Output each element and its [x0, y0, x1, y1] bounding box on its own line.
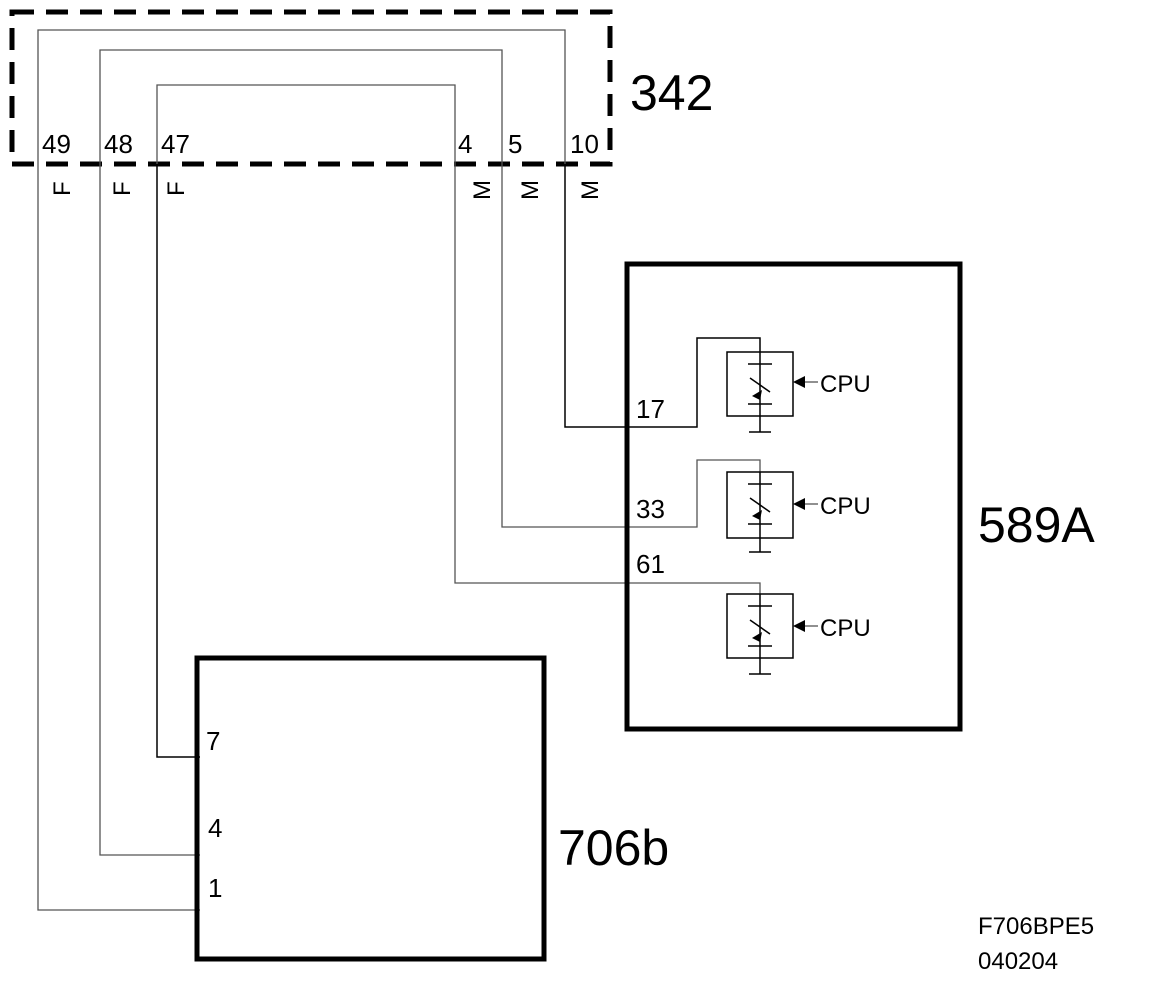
connector-pin-gender: M	[469, 180, 496, 200]
control-arrow-icon	[793, 498, 805, 510]
module-706b-outline	[194, 655, 547, 962]
low-side-driver: CPU	[726, 351, 871, 433]
connector-pin-number: 49	[42, 129, 71, 159]
wire-49-10-top	[37, 29, 566, 164]
driver-cpu-label: CPU	[820, 615, 871, 642]
wire-49-to-706b-1	[37, 164, 200, 911]
wire-48-5-top	[99, 49, 503, 164]
transistor-arrow	[752, 632, 762, 642]
connector-pin-number: 4	[458, 129, 472, 159]
connector-pins: 49 48 47 4 5 10 F F F M M M	[42, 129, 604, 200]
module-706b-label: 706b	[558, 820, 669, 876]
drawing-reference: F706BPE5 040204	[978, 913, 1094, 975]
transistor-symbol	[749, 497, 771, 513]
module-589a: 589A 17 33 61 CPU CPU	[624, 261, 1095, 732]
transistor-symbol	[748, 594, 772, 675]
connector-pin-gender: F	[163, 181, 190, 196]
module-589a-outline	[624, 261, 963, 732]
wire-4-to-589a-61	[454, 164, 761, 594]
control-arrow-icon	[793, 376, 805, 388]
module-pin-label: 7	[206, 726, 220, 756]
low-side-driver: CPU	[726, 471, 871, 553]
wire-10-to-589a-17	[564, 164, 761, 428]
connector-342-label: 342	[630, 65, 713, 121]
low-side-driver: CPU	[726, 593, 871, 675]
wire-47-to-706b-7	[156, 164, 200, 758]
transistor-arrow	[752, 390, 762, 400]
transistor-symbol	[748, 352, 772, 433]
transistor-arrow	[752, 510, 762, 520]
wire-47-4-top	[156, 84, 456, 164]
transistor-symbol	[749, 377, 771, 393]
connector-pin-gender: M	[577, 180, 604, 200]
drawing-date: 040204	[978, 948, 1058, 975]
connector-pin-number: 48	[104, 129, 133, 159]
connector-pin-gender: F	[109, 181, 136, 196]
driver-cpu-label: CPU	[820, 493, 871, 520]
module-706b: 706b 7 4 1	[194, 655, 669, 962]
wire-5-to-589a-33	[501, 164, 761, 528]
module-pin-label: 33	[636, 494, 665, 524]
connector-pin-gender: F	[49, 181, 76, 196]
driver-cpu-label: CPU	[820, 371, 871, 398]
module-pin-label: 1	[208, 873, 222, 903]
drawing-code: F706BPE5	[978, 913, 1094, 940]
wires	[37, 29, 761, 911]
connector-342: 342	[9, 9, 713, 167]
connector-pin-number: 47	[161, 129, 190, 159]
module-pin-label: 4	[208, 813, 222, 843]
control-arrow-icon	[793, 620, 805, 632]
wire-48-to-706b-4	[99, 164, 200, 856]
module-pin-label: 61	[636, 549, 665, 579]
connector-pin-number: 5	[508, 129, 522, 159]
connector-pin-gender: M	[517, 180, 544, 200]
connector-pin-number: 10	[570, 129, 599, 159]
module-pin-label: 17	[636, 394, 665, 424]
transistor-symbol	[749, 619, 771, 635]
transistor-symbol	[748, 472, 772, 553]
module-589a-label: 589A	[978, 497, 1095, 553]
